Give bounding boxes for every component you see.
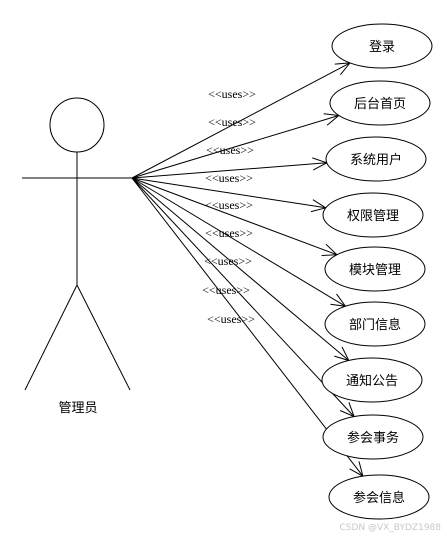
uses-label: <<uses>> <box>206 143 254 157</box>
association-line <box>131 177 355 417</box>
use-case: 参会事务 <box>322 414 424 460</box>
use-case-label: 系统用户 <box>350 152 402 168</box>
use-case-ellipse <box>329 80 431 126</box>
uses-label: <<uses>> <box>208 115 256 129</box>
use-case-label: 参会信息 <box>353 490 405 506</box>
association-line <box>131 162 327 179</box>
use-case: 权限管理 <box>322 192 424 238</box>
use-case-ellipse <box>331 23 433 69</box>
uses-label: <<uses>> <box>205 198 253 212</box>
actor-name: 管理员 <box>58 401 97 416</box>
use-case-label: 通知公告 <box>346 373 398 389</box>
association-arrowhead <box>334 62 352 76</box>
uses-label: <<uses>> <box>202 283 250 297</box>
actor: 管理员 <box>22 97 132 416</box>
associations: <<uses>> <<uses>> <<uses>> <<uses>> <<uses>>… <box>131 62 364 478</box>
actor-left-leg <box>24 284 78 391</box>
association-line <box>131 115 339 179</box>
use-case: 参会信息 <box>328 474 430 520</box>
uses-label: <<uses>> <box>208 87 256 101</box>
use-case-ellipse <box>325 136 427 182</box>
association-line <box>131 177 364 477</box>
association-line <box>131 62 351 179</box>
association-line <box>131 177 338 256</box>
watermark: CSDN @VX_BYDZ1988 <box>339 523 441 533</box>
uses-label: <<uses>> <box>204 254 252 268</box>
use-case: 通知公告 <box>321 357 423 403</box>
actor-right-leg <box>76 284 131 391</box>
uses-label: <<uses>> <box>205 171 253 185</box>
actor-head <box>49 97 105 153</box>
use-case-ellipse <box>321 357 423 403</box>
use-case-label: 部门信息 <box>349 317 401 333</box>
use-case: 登录 <box>331 23 433 69</box>
use-case-ellipse <box>324 301 426 347</box>
use-case-label: 登录 <box>369 40 395 55</box>
uses-label: <<uses>> <box>205 226 253 240</box>
use-case: 系统用户 <box>325 136 427 182</box>
use-case-ellipse <box>322 414 424 460</box>
association-line <box>131 177 346 307</box>
use-case-label: 后台首页 <box>354 97 406 112</box>
use-case: 后台首页 <box>329 80 431 126</box>
use-case-ellipse <box>328 474 430 520</box>
use-case-label: 模块管理 <box>349 263 401 278</box>
uses-label: <<uses>> <box>207 312 255 326</box>
use-case: 模块管理 <box>324 246 426 292</box>
use-case-ellipse <box>322 192 424 238</box>
association-line <box>131 177 326 209</box>
use-case-label: 权限管理 <box>347 208 399 224</box>
use-case-ellipse <box>324 246 426 292</box>
association-line <box>131 177 350 361</box>
use-case: 部门信息 <box>324 301 426 347</box>
use-case-label: 参会事务 <box>347 430 399 446</box>
